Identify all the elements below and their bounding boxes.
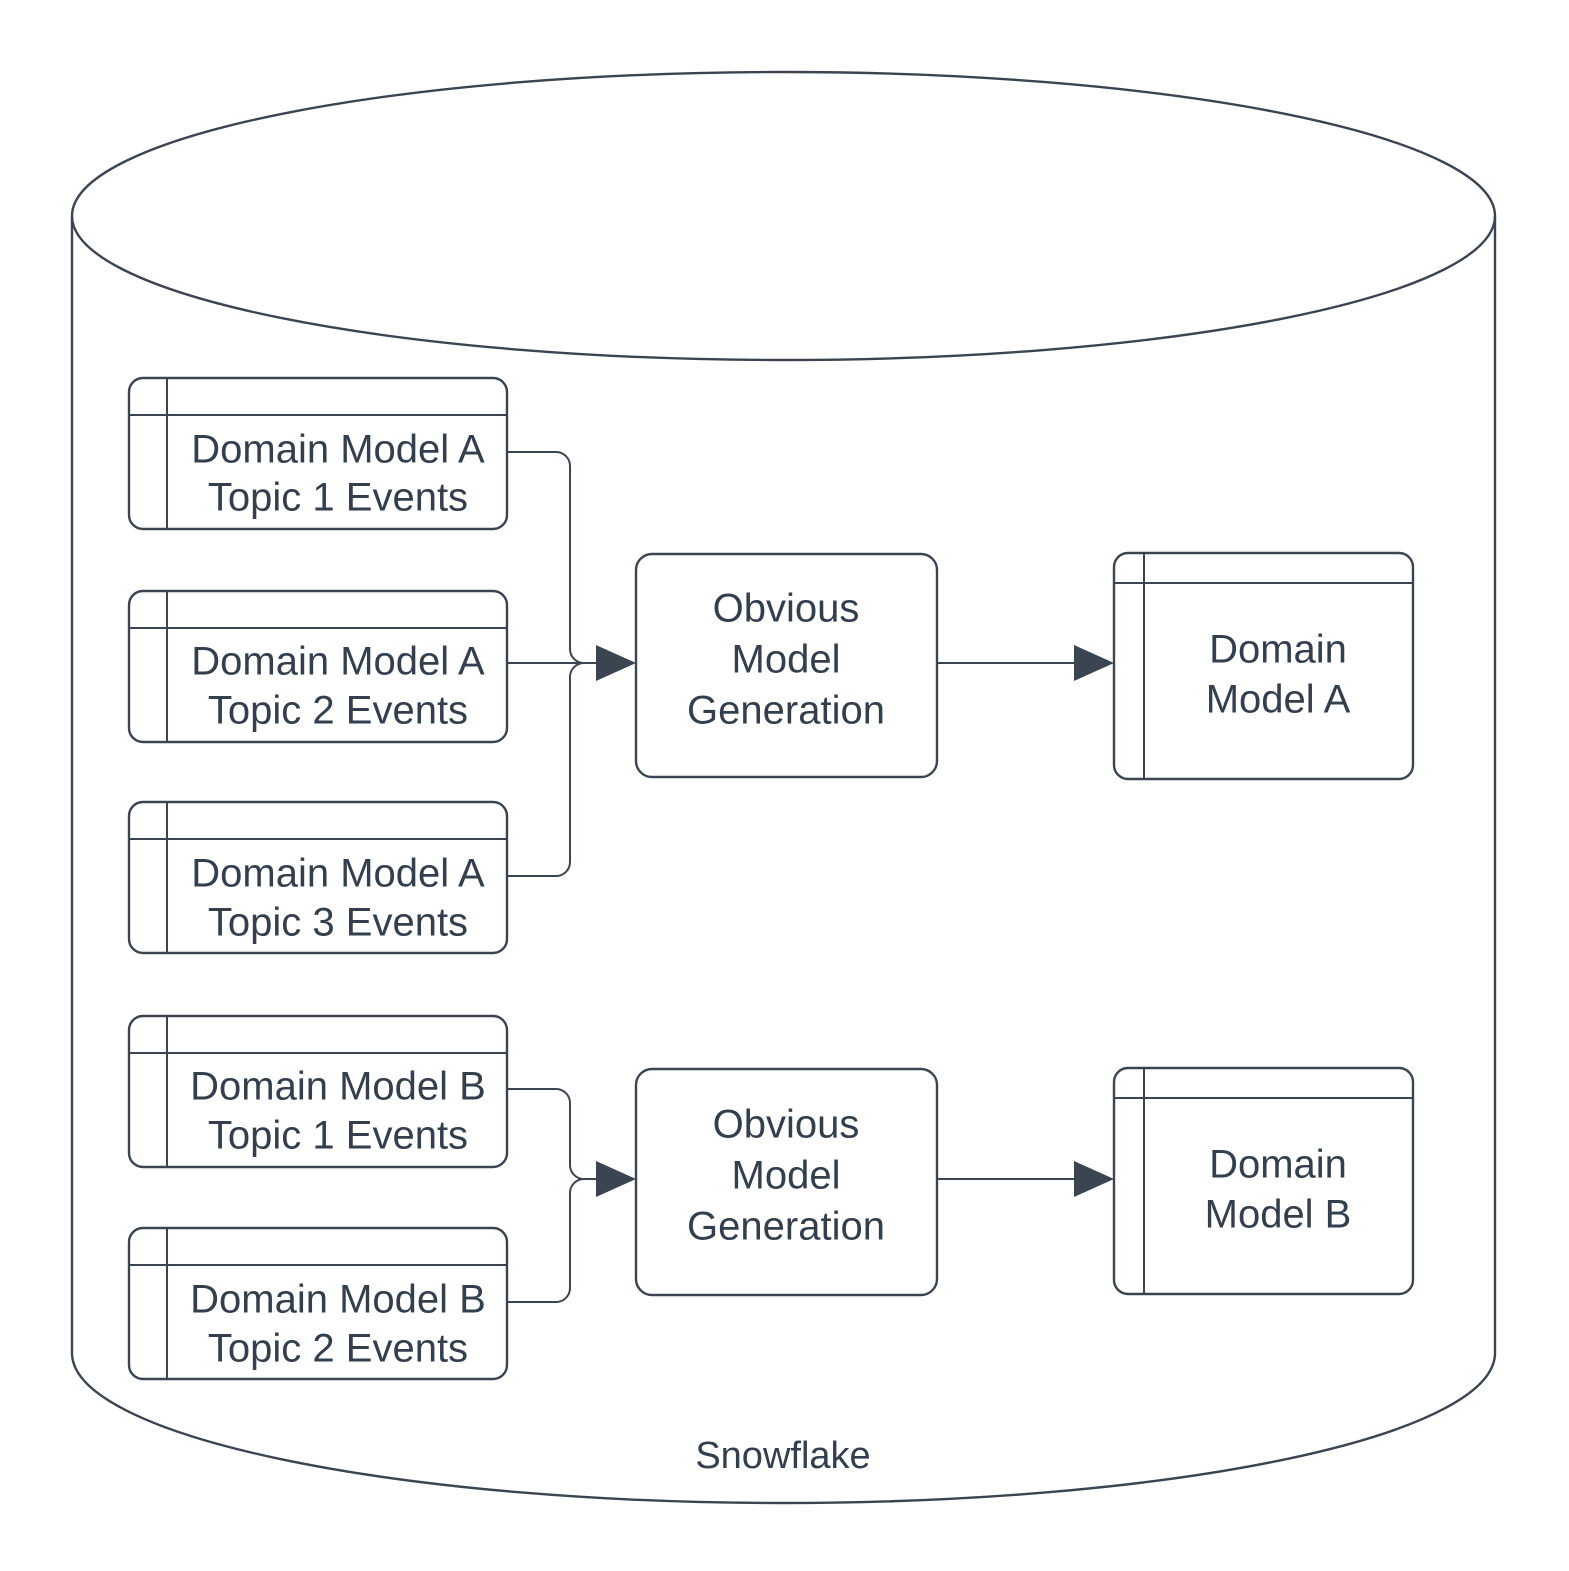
node-process-b[interactable]: Obvious Model Generation: [634, 1067, 939, 1297]
node-process-b-line3: Generation: [687, 1205, 885, 1249]
node-a-topic-1-line1: Domain Model A: [191, 428, 485, 472]
connector-a-topic-1: [507, 451, 585, 664]
node-model-b-line2: Model B: [1205, 1193, 1352, 1237]
node-a-topic-2[interactable]: Domain Model A Topic 2 Events: [127, 589, 509, 744]
snowflake-cylinder: [70, 70, 1497, 1505]
node-a-topic-1[interactable]: Domain Model A Topic 1 Events: [127, 376, 509, 531]
connector-group-b: [507, 1088, 636, 1303]
connector-b-topic-2: [507, 1178, 585, 1303]
connector-a-topic-3: [507, 662, 585, 877]
arrowhead-into-model-b: [1074, 1161, 1114, 1197]
node-process-a-body: [634, 552, 939, 779]
node-process-b-line1: Obvious: [713, 1103, 860, 1147]
node-model-b[interactable]: Domain Model B: [1112, 1066, 1415, 1296]
arrowhead-into-process-b: [596, 1161, 636, 1197]
cylinder-label: Snowflake: [695, 1435, 870, 1477]
node-b-topic-1-line2: Topic 1 Events: [208, 1114, 468, 1158]
node-process-a-line3: Generation: [687, 689, 885, 733]
node-a-topic-3-line1: Domain Model A: [191, 852, 485, 896]
node-b-topic-1[interactable]: Domain Model B Topic 1 Events: [127, 1014, 509, 1169]
node-b-topic-2-line2: Topic 2 Events: [208, 1327, 468, 1371]
node-a-topic-3[interactable]: Domain Model A Topic 3 Events: [127, 800, 509, 955]
connector-process-b-to-model-b: [937, 1161, 1114, 1197]
node-a-topic-2-line1: Domain Model A: [191, 640, 485, 684]
node-process-b-line2: Model: [732, 1154, 841, 1198]
node-b-topic-2[interactable]: Domain Model B Topic 2 Events: [127, 1226, 509, 1381]
node-b-topic-1-line1: Domain Model B: [190, 1065, 486, 1109]
node-b-topic-2-line1: Domain Model B: [190, 1278, 486, 1322]
arrowhead-into-process-a: [596, 645, 636, 681]
node-process-a[interactable]: Obvious Model Generation: [634, 552, 939, 779]
connector-b-topic-1: [507, 1088, 585, 1180]
node-model-a-line2: Model A: [1206, 678, 1351, 722]
connector-process-a-to-model-a: [937, 645, 1114, 681]
node-process-a-line1: Obvious: [713, 587, 860, 631]
node-process-b-body: [634, 1067, 939, 1297]
arrowhead-into-model-a: [1074, 645, 1114, 681]
node-a-topic-1-line2: Topic 1 Events: [208, 476, 468, 520]
node-model-a-line1: Domain: [1209, 628, 1347, 672]
node-model-b-line1: Domain: [1209, 1143, 1347, 1187]
node-a-topic-3-line2: Topic 3 Events: [208, 901, 468, 945]
node-process-a-line2: Model: [732, 638, 841, 682]
node-model-a-body: [1112, 551, 1415, 781]
connector-group-a: [507, 451, 636, 877]
node-a-topic-2-line2: Topic 2 Events: [208, 689, 468, 733]
cylinder-body: [70, 216, 1497, 1505]
node-model-a[interactable]: Domain Model A: [1112, 551, 1415, 781]
cylinder-top-ellipse: [70, 70, 1497, 362]
node-model-b-body: [1112, 1066, 1415, 1296]
